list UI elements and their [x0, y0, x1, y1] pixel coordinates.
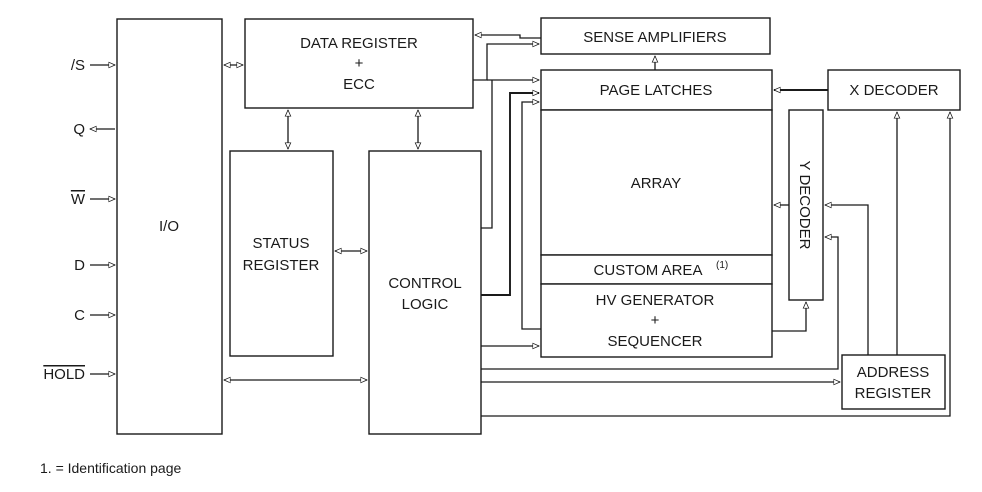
pin-w: W — [71, 191, 115, 208]
data-register-block: DATA REGISTER + ECC — [244, 18, 474, 109]
pin-d-label: D — [74, 257, 85, 274]
custom-area-label: CUSTOM AREA — [594, 262, 703, 279]
x-decoder-label: X DECODER — [849, 82, 938, 99]
x-decoder-block: X DECODER — [827, 69, 961, 111]
pin-hold: HOLD — [43, 366, 115, 383]
status-register-block: STATUS REGISTER — [229, 150, 334, 357]
hv-generator-block: HV GENERATOR + SEQUENCER — [540, 283, 773, 358]
data-to-sense-link — [473, 44, 539, 81]
y-decoder-block: Y DECODER — [788, 109, 824, 301]
address-label: ADDRESS — [857, 364, 930, 381]
pin-s-label: /S — [71, 57, 85, 74]
custom-area-footnote-marker: (1) — [716, 260, 728, 271]
sense-amplifiers-label: SENSE AMPLIFIERS — [583, 29, 726, 46]
hv-feedback-link — [521, 102, 541, 330]
array-label: ARRAY — [631, 175, 682, 192]
address-to-y-decoder-link — [825, 205, 869, 355]
control-logic-block: CONTROL LOGIC — [368, 150, 482, 435]
pin-w-label: W — [71, 191, 86, 208]
control-to-x-decoder-link — [481, 112, 950, 417]
hv-generator-plus: + — [651, 312, 660, 329]
pin-hold-label: HOLD — [43, 366, 85, 383]
footnote: 1. = Identification page — [40, 460, 181, 476]
control-to-y-decoder-link — [481, 237, 839, 370]
y-decoder-label: Y DECODER — [796, 161, 813, 250]
control-to-page-latches-link — [481, 80, 493, 229]
logic-label: LOGIC — [402, 296, 449, 313]
pin-c: C — [74, 307, 115, 324]
sequencer-label: SEQUENCER — [607, 333, 702, 350]
sense-amplifiers-block: SENSE AMPLIFIERS — [540, 17, 771, 55]
data-register-plus: + — [355, 55, 364, 72]
pin-c-label: C — [74, 307, 85, 324]
pin-s: /S — [71, 57, 115, 74]
pin-q-label: Q — [73, 121, 85, 138]
page-latches-block: PAGE LATCHES — [540, 69, 773, 111]
page-latches-label: PAGE LATCHES — [600, 82, 713, 99]
address-register-block: ADDRESS REGISTER — [841, 354, 946, 410]
data-register-label: DATA REGISTER — [300, 35, 418, 52]
status-label: STATUS — [253, 235, 310, 252]
hv-to-y-decoder-link — [772, 302, 806, 332]
control-label: CONTROL — [388, 275, 461, 292]
status-register-label: REGISTER — [243, 257, 320, 274]
sense-to-data-link — [475, 35, 541, 39]
io-block: I/O — [116, 18, 223, 435]
pin-q: Q — [73, 121, 115, 138]
custom-area-block: CUSTOM AREA (1) — [540, 254, 773, 285]
connections — [224, 35, 950, 417]
array-block: ARRAY — [540, 109, 773, 256]
control-to-latches-bus — [481, 93, 539, 296]
io-label: I/O — [159, 218, 179, 235]
address-register-label: REGISTER — [855, 385, 932, 402]
hv-generator-label: HV GENERATOR — [596, 292, 715, 309]
pin-d: D — [74, 257, 115, 274]
ecc-label: ECC — [343, 76, 375, 93]
